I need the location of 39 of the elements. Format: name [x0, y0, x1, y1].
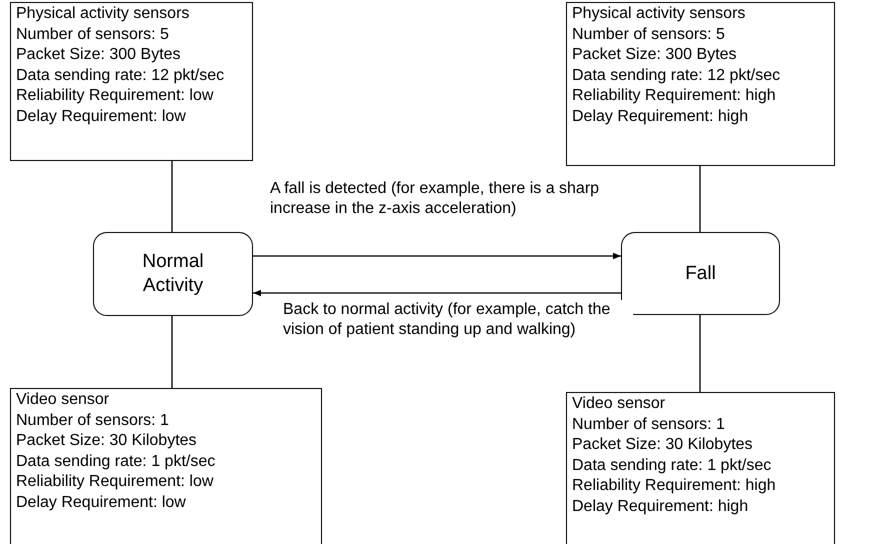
box-heading: Video sensor [16, 390, 110, 410]
connector-line [699, 315, 701, 392]
edge-label: Back to normal activity (for example, catch the vision of patient standing up and walking) [283, 300, 633, 340]
sensor-info-box [566, 2, 835, 166]
sensor-info-box [10, 388, 322, 544]
box-text: Data sending rate: 1 pkt/sec [16, 452, 216, 472]
box-text: Packet Size: 30 Kilobytes [16, 431, 198, 451]
box-text: Packet Size: 30 Kilobytes [572, 435, 754, 455]
state-box [621, 232, 780, 315]
box-text: Reliability Requirement: high [572, 476, 777, 496]
box-heading: Video sensor [572, 394, 666, 414]
box-heading: Normal Activity [141, 250, 205, 298]
box-text: Delay Requirement: low [16, 106, 187, 126]
box-heading: Fall [685, 262, 716, 286]
box-text: Number of sensors: 1 [16, 410, 170, 430]
box-text: Delay Requirement: low [16, 492, 187, 512]
box-heading: Physical activity sensors [572, 4, 746, 24]
box-text: Packet Size: 300 Bytes [572, 45, 738, 65]
connector-line [171, 316, 173, 388]
box-text: Number of sensors: 5 [16, 24, 170, 44]
sensor-info-box [10, 2, 253, 161]
box-text: Reliability Requirement: low [16, 86, 214, 106]
connector-line [699, 166, 701, 232]
box-text: Data sending rate: 12 pkt/sec [16, 66, 226, 86]
box-text: Delay Requirement: high [572, 496, 750, 516]
box-text: Data sending rate: 1 pkt/sec [572, 456, 772, 476]
connector-line [171, 161, 173, 232]
box-heading: Physical activity sensors [16, 4, 190, 24]
box-text: Reliability Requirement: high [572, 86, 777, 106]
box-text: Delay Requirement: high [572, 106, 750, 126]
box-text: Number of sensors: 1 [572, 414, 726, 434]
state-box [93, 232, 253, 316]
transition-arrow [253, 252, 621, 260]
box-text: Number of sensors: 5 [572, 24, 726, 44]
box-text: Packet Size: 300 Bytes [16, 45, 182, 65]
box-text: Reliability Requirement: low [16, 472, 214, 492]
box-text: Data sending rate: 12 pkt/sec [572, 66, 782, 86]
sensor-info-box [566, 392, 835, 544]
transition-arrow [253, 290, 621, 296]
